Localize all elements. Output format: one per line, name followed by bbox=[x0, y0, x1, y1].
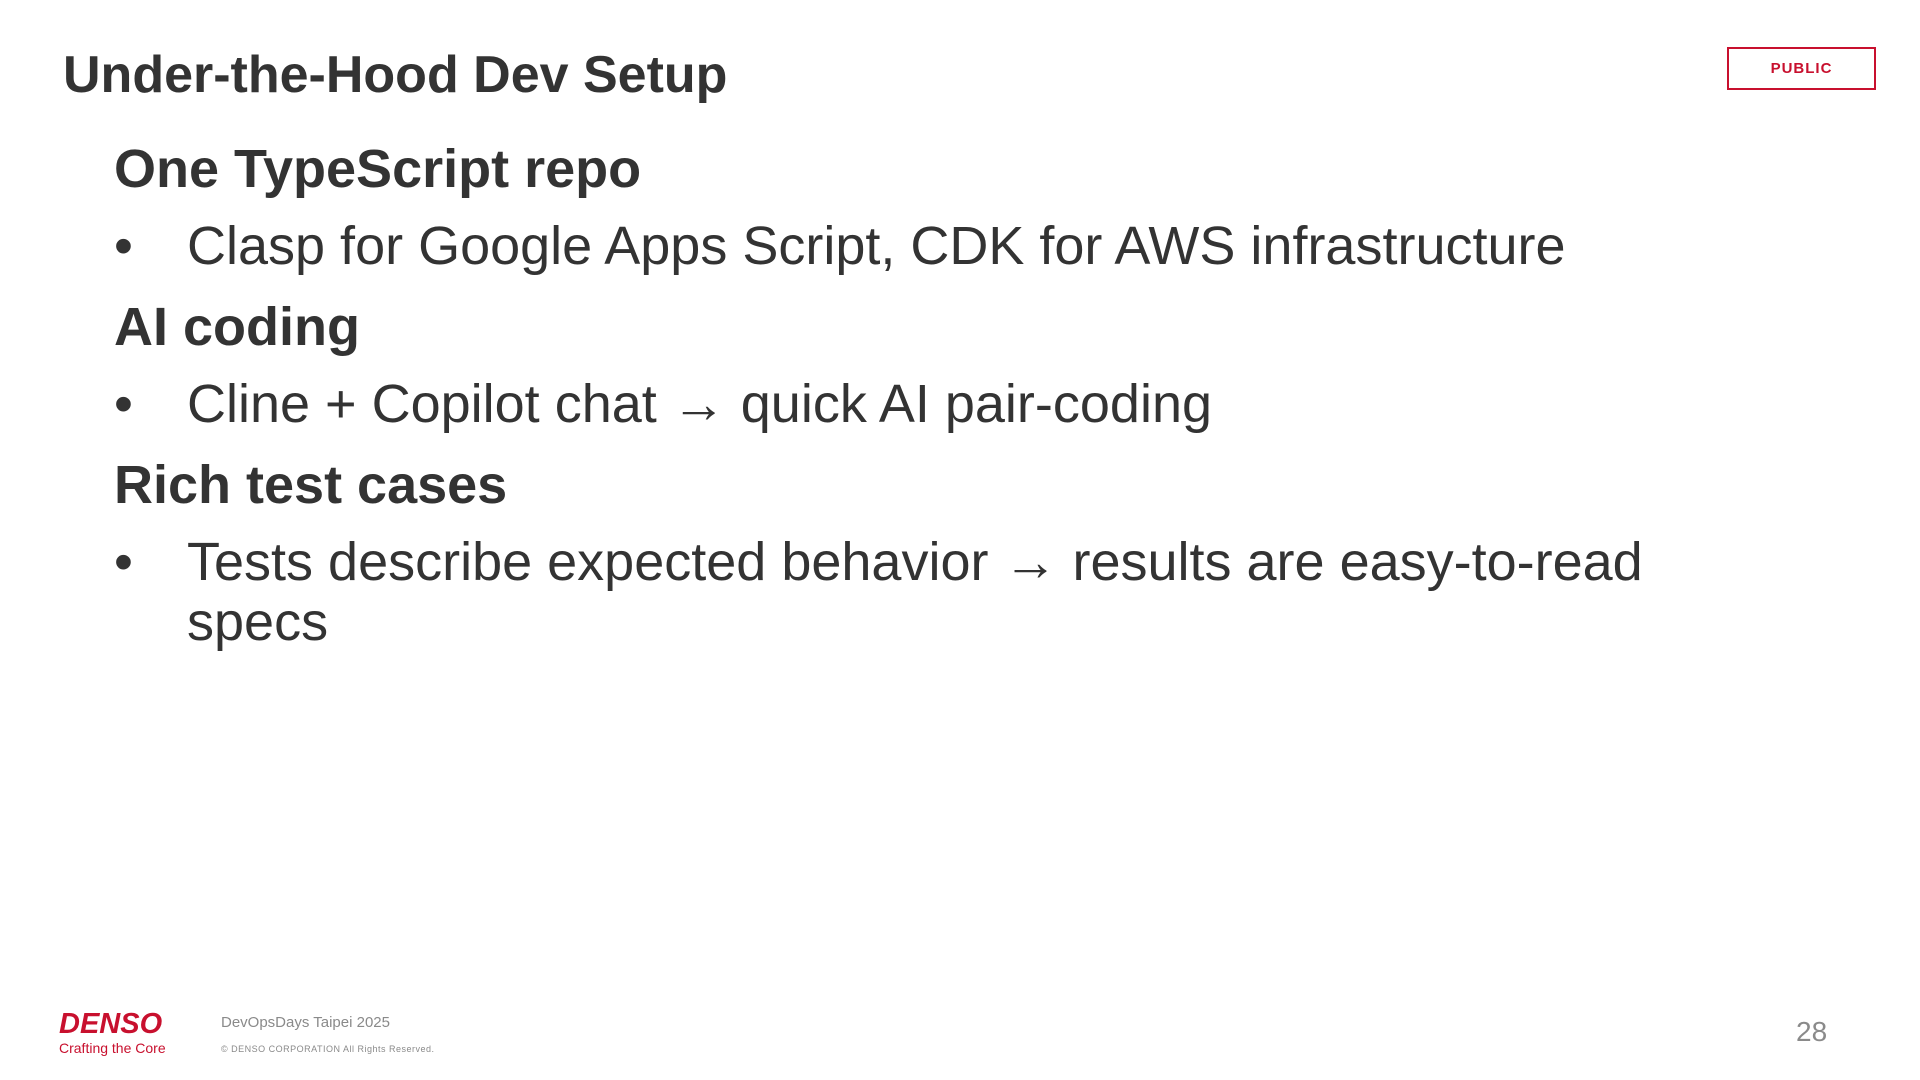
bullet-text: Clasp for Google Apps Script, CDK for AW… bbox=[187, 216, 1566, 276]
logo-wordmark: DENSO bbox=[59, 1008, 163, 1040]
footer-event-name: DevOpsDays Taipei 2025 bbox=[221, 1014, 390, 1031]
section-heading: AI coding bbox=[114, 297, 360, 357]
section-heading: Rich test cases bbox=[114, 455, 508, 515]
classification-badge: PUBLIC bbox=[1727, 47, 1876, 90]
slide-content: One TypeScript repo • Clasp for Google A… bbox=[114, 132, 1754, 666]
section-heading: One TypeScript repo bbox=[114, 139, 642, 199]
slide-title: Under-the-Hood Dev Setup bbox=[63, 46, 728, 104]
bullet-text: Tests describe expected behavior → resul… bbox=[187, 532, 1643, 652]
bullet-mark: • bbox=[114, 374, 133, 434]
logo-tagline: Crafting the Core bbox=[59, 1040, 166, 1056]
footer-copyright: © DENSO CORPORATION All Rights Reserved. bbox=[221, 1044, 435, 1054]
bullet-item: • Cline + Copilot chat → quick AI pair-c… bbox=[114, 374, 1754, 434]
bullet-text: Cline + Copilot chat → quick AI pair-cod… bbox=[187, 374, 1213, 434]
section-rich-test-cases: Rich test cases • Tests describe expecte… bbox=[114, 448, 1754, 652]
page-number: 28 bbox=[1796, 1016, 1828, 1047]
bullet-mark: • bbox=[114, 532, 133, 592]
denso-logo: DENSO Crafting the Core bbox=[59, 1008, 166, 1056]
bullet-mark: • bbox=[114, 216, 133, 276]
bullet-item: • Clasp for Google Apps Script, CDK for … bbox=[114, 216, 1754, 276]
bullet-item: • Tests describe expected behavior → res… bbox=[114, 532, 1754, 652]
section-ai-coding: AI coding • Cline + Copilot chat → quick… bbox=[114, 290, 1754, 434]
section-typescript-repo: One TypeScript repo • Clasp for Google A… bbox=[114, 132, 1754, 276]
